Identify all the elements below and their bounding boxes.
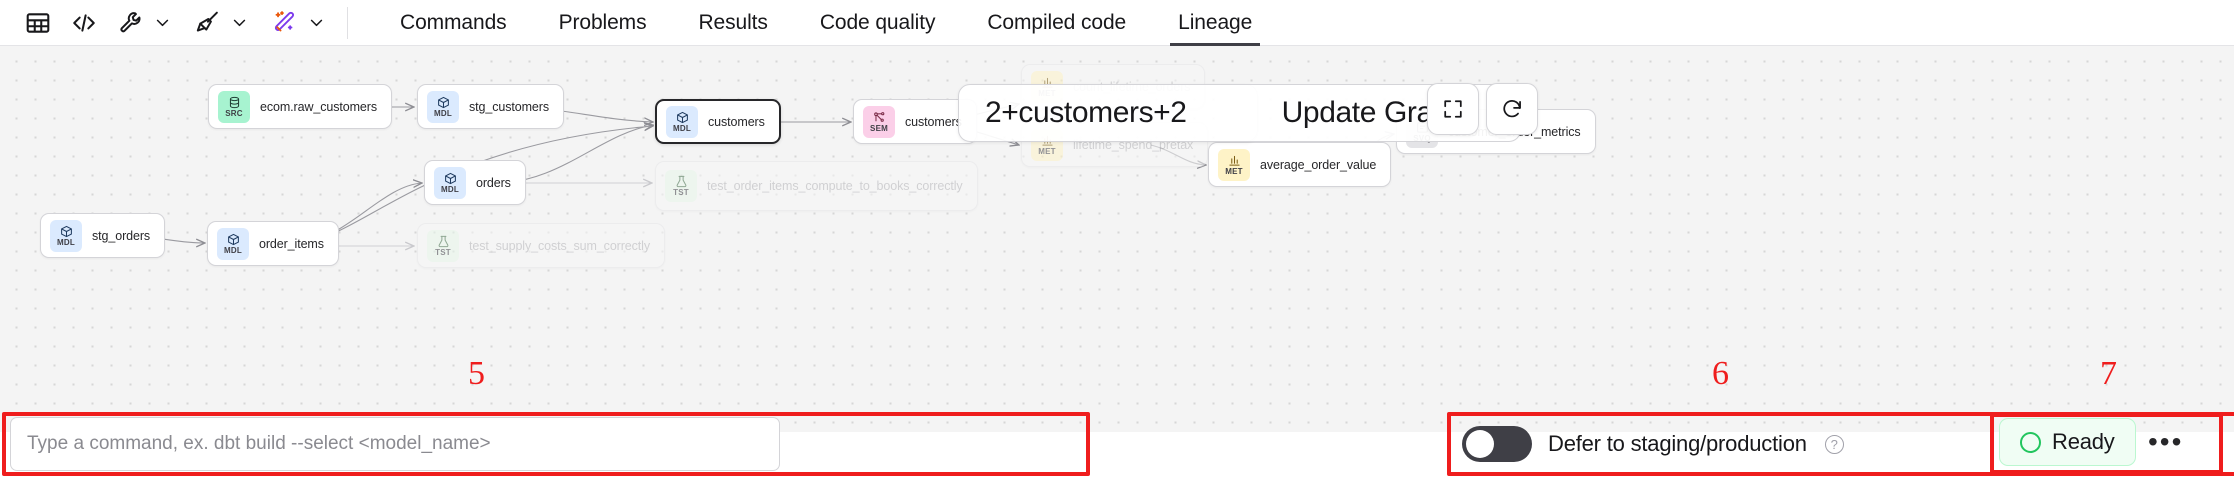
lineage-canvas[interactable]: SRC ecom.raw_customers MDL stg_customers… bbox=[0, 46, 2234, 432]
tab-label: Results bbox=[698, 10, 768, 34]
cube-icon: MDL bbox=[434, 166, 466, 199]
chart-icon: MET bbox=[1218, 148, 1250, 181]
node-label: ecom.raw_customers bbox=[260, 99, 377, 114]
tab-commands[interactable]: Commands bbox=[374, 0, 533, 46]
node-badge-label: MET bbox=[1225, 166, 1243, 176]
lineage-node-test-supply-costs-sum[interactable]: TST test_supply_costs_sum_correctly bbox=[417, 223, 666, 268]
node-label: stg_orders bbox=[92, 228, 151, 243]
cube-icon: MDL bbox=[217, 227, 249, 260]
tab-label: Lineage bbox=[1178, 10, 1253, 34]
fit-view-button[interactable] bbox=[1427, 83, 1479, 135]
code-icon[interactable] bbox=[64, 3, 104, 43]
overflow-menu-button[interactable]: ••• bbox=[2148, 426, 2184, 457]
tab-label: Commands bbox=[400, 10, 507, 34]
node-label: order_items bbox=[259, 236, 324, 251]
node-badge-label: MDL bbox=[441, 184, 459, 194]
table-icon[interactable] bbox=[18, 3, 58, 43]
cube-icon: MDL bbox=[427, 90, 459, 123]
lineage-node-order-items[interactable]: MDL order_items bbox=[207, 221, 339, 266]
lineage-node-stg-customers[interactable]: MDL stg_customers bbox=[417, 84, 564, 129]
node-label: customers bbox=[905, 114, 962, 129]
tab-problems[interactable]: Problems bbox=[533, 0, 673, 46]
node-label: customers bbox=[708, 114, 765, 129]
cube-icon: MDL bbox=[50, 219, 82, 252]
node-badge-label: TST bbox=[673, 188, 689, 197]
status-badge[interactable]: Ready bbox=[1999, 418, 2136, 466]
node-label: test_supply_costs_sum_correctly bbox=[469, 238, 651, 253]
node-badge-label: MDL bbox=[434, 108, 452, 118]
lineage-node-customers-sem[interactable]: SEM customers bbox=[853, 99, 977, 144]
command-input[interactable] bbox=[10, 417, 780, 471]
test-icon: TST bbox=[665, 170, 697, 202]
lineage-node-stg-orders[interactable]: MDL stg_orders bbox=[40, 213, 166, 258]
tab-label: Compiled code bbox=[987, 10, 1127, 34]
node-badge-label: SRC bbox=[225, 108, 243, 118]
help-circle-icon[interactable]: ? bbox=[1824, 434, 1844, 454]
semantic-icon: SEM bbox=[863, 105, 895, 138]
status-dot-icon bbox=[2020, 431, 2041, 453]
wrench-menu[interactable] bbox=[110, 3, 173, 43]
lineage-node-ecom-raw-customers[interactable]: SRC ecom.raw_customers bbox=[208, 84, 392, 129]
node-badge-label: MET bbox=[1038, 146, 1056, 156]
lineage-node-average-order-value[interactable]: MET average_order_value bbox=[1208, 142, 1392, 187]
panel-tabs: Commands Problems Results Code quality C… bbox=[374, 0, 1278, 46]
node-badge-label: TST bbox=[435, 247, 451, 257]
reset-view-button[interactable] bbox=[1486, 83, 1538, 135]
node-badge-label: MDL bbox=[673, 123, 691, 133]
lineage-node-orders[interactable]: MDL orders bbox=[424, 160, 526, 205]
database-icon: SRC bbox=[218, 90, 250, 123]
cube-icon: MDL bbox=[666, 105, 698, 138]
refresh-icon bbox=[1503, 99, 1521, 118]
test-icon: TST bbox=[427, 229, 459, 262]
tab-compiled-code[interactable]: Compiled code bbox=[961, 0, 1152, 46]
tool-icon-group bbox=[0, 0, 364, 46]
toggle-knob bbox=[1466, 430, 1494, 458]
tab-label: Code quality bbox=[819, 10, 936, 34]
node-label: orders bbox=[476, 175, 511, 190]
chevron-down-icon[interactable] bbox=[228, 3, 250, 43]
tab-lineage[interactable]: Lineage bbox=[1152, 0, 1278, 46]
graph-expansion-label: 2+customers+2 bbox=[985, 96, 1187, 129]
toolbar-divider bbox=[347, 6, 348, 39]
node-badge-label: MDL bbox=[57, 237, 75, 247]
chevron-down-icon[interactable] bbox=[151, 3, 173, 43]
magic-wand-menu[interactable] bbox=[264, 3, 327, 43]
top-toolbar: Commands Problems Results Code quality C… bbox=[0, 0, 2234, 46]
broom-menu[interactable] bbox=[187, 3, 250, 43]
defer-control: Defer to staging/production ? bbox=[1462, 419, 1844, 469]
expand-icon bbox=[1444, 100, 1462, 118]
graph-expansion-panel[interactable]: 2+customers+2 bbox=[958, 84, 1258, 142]
node-badge-label: MDL bbox=[224, 245, 242, 255]
lineage-node-customers-mdl[interactable]: MDL customers bbox=[655, 99, 781, 144]
broom-icon[interactable] bbox=[187, 3, 227, 43]
node-badge-label: SEM bbox=[870, 123, 888, 133]
status-label: Ready bbox=[2052, 429, 2115, 454]
tab-label: Problems bbox=[558, 10, 647, 34]
defer-toggle[interactable] bbox=[1462, 426, 1532, 462]
wrench-icon[interactable] bbox=[110, 3, 150, 43]
lineage-node-test-order-items-compute[interactable]: TST test_order_items_compute_to_books_co… bbox=[655, 161, 978, 211]
defer-label: Defer to staging/production bbox=[1548, 431, 1807, 456]
node-label: stg_customers bbox=[469, 99, 549, 114]
tab-code-quality[interactable]: Code quality bbox=[794, 0, 962, 46]
chevron-down-icon[interactable] bbox=[305, 3, 327, 43]
magic-wand-icon[interactable] bbox=[264, 3, 304, 43]
node-label: average_order_value bbox=[1260, 157, 1377, 172]
node-label: test_order_items_compute_to_books_correc… bbox=[707, 178, 963, 193]
tab-results[interactable]: Results bbox=[672, 0, 793, 46]
